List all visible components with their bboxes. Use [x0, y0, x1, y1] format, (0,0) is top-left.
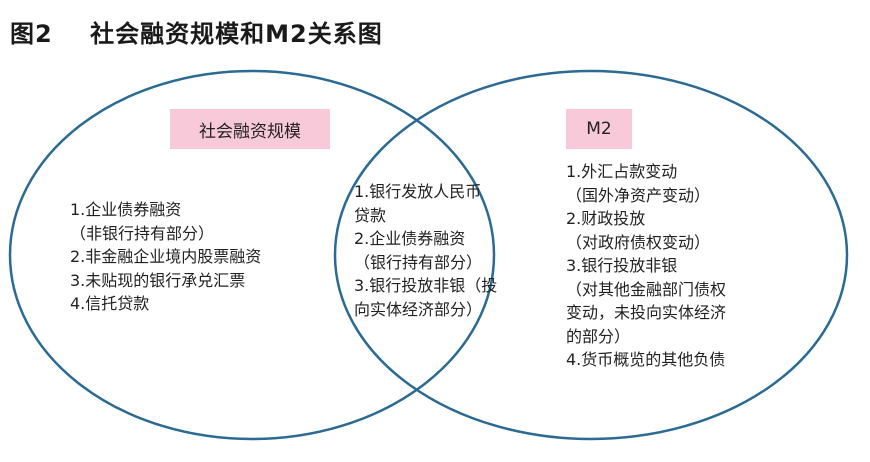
intersection-item: （银行持有部分）: [354, 252, 483, 272]
right-set-item: 的部分）: [566, 326, 631, 346]
left-set-item: 4.信托贷款: [70, 294, 150, 313]
right-set-items: 1.外汇占款变动 （国外净资产变动） 2.财政投放 （对政府债权变动） 3.银行…: [566, 160, 726, 372]
intersection-item: 2.企业债券融资: [354, 229, 466, 248]
right-set-item: 3.银行投放非银: [566, 256, 678, 275]
right-set-ellipse: [333, 69, 849, 441]
right-set-item: （对其他金融部门债权: [566, 279, 727, 299]
right-set-item: 1.外汇占款变动: [566, 162, 678, 181]
right-set-item: 4.货币概览的其他负债: [566, 350, 726, 369]
figure-title: 图2 社会融资规模和M2关系图: [10, 20, 383, 48]
intersection-item: 贷款: [354, 205, 387, 225]
intersection-items: 1.银行发放人民币 贷款 2.企业债券融资 （银行持有部分） 3.银行投放非银（…: [354, 180, 497, 321]
right-set-item: 变动，未投向实体经济: [566, 303, 727, 322]
left-set-item: （非银行持有部分）: [70, 223, 215, 243]
right-set-item: 2.财政投放: [566, 209, 646, 228]
left-set-item: 1.企业债券融资: [70, 200, 182, 219]
left-set-ellipse: [8, 69, 496, 441]
intersection-item: 3.银行投放非银（投: [354, 276, 498, 295]
left-set-item: 2.非金融企业境内股票融资: [70, 247, 262, 266]
left-set-items: 1.企业债券融资 （非银行持有部分） 2.非金融企业境内股票融资 3.未贴现的银…: [70, 198, 261, 316]
right-set-label: M2: [566, 109, 632, 149]
left-set-label: 社会融资规模: [170, 109, 330, 149]
right-set-item: （对政府债权变动）: [566, 232, 711, 252]
intersection-item: 向实体经济部分）: [354, 299, 483, 319]
left-set-item: 3.未贴现的银行承兑汇票: [70, 270, 246, 290]
intersection-item: 1.银行发放人民币: [354, 182, 482, 201]
right-set-item: （国外净资产变动）: [566, 185, 711, 205]
